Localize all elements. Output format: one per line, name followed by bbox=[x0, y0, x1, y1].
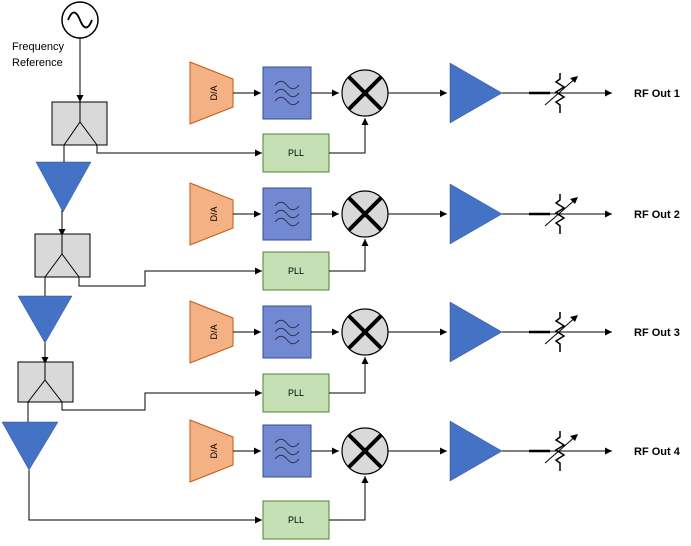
channel-3: D/A PLL RF Out 3 bbox=[189, 300, 680, 413]
variable-attenuator-icon bbox=[529, 194, 578, 234]
dac-block bbox=[189, 61, 234, 125]
power-splitter-2 bbox=[34, 233, 91, 278]
cascade-amplifier-1 bbox=[35, 161, 92, 213]
mixer-icon bbox=[341, 308, 389, 356]
dac-label: D/A bbox=[209, 206, 219, 221]
pll-to-mixer-wire bbox=[329, 118, 369, 154]
amplifier-triangle-icon bbox=[449, 301, 503, 363]
power-splitter-3 bbox=[17, 361, 74, 403]
pll-label: PLL bbox=[288, 515, 304, 525]
dac-block bbox=[189, 182, 234, 246]
pll-block bbox=[262, 373, 330, 413]
pll-to-mixer-wire bbox=[329, 357, 369, 394]
bandpass-filter-icon bbox=[274, 201, 300, 227]
variable-attenuator-icon bbox=[529, 312, 578, 352]
frequency-reference-source bbox=[61, 1, 99, 39]
lo-wire-4 bbox=[28, 470, 262, 524]
pll-block bbox=[262, 500, 330, 540]
pll-label: PLL bbox=[288, 148, 304, 158]
variable-attenuator-icon bbox=[529, 431, 578, 471]
reference-label-line2: Reference bbox=[12, 57, 63, 69]
pll-label: PLL bbox=[288, 388, 304, 398]
rf-channels: D/A PLL RF Out 1 D/A PLL RF Out 2 D/A PLL RF Out… bbox=[189, 61, 681, 540]
splitter-icon bbox=[27, 362, 63, 403]
pll-to-mixer-wire bbox=[329, 239, 369, 272]
cascade-amplifier-3 bbox=[1, 421, 59, 471]
rf-output-label: RF Out 4 bbox=[634, 446, 681, 458]
rf-output-label: RF Out 1 bbox=[634, 88, 680, 100]
splitter-icon bbox=[44, 234, 80, 278]
lo-wire-2 bbox=[78, 267, 262, 287]
rf-output-label: RF Out 3 bbox=[634, 327, 680, 339]
mixer-icon bbox=[341, 427, 389, 475]
mixer-icon bbox=[341, 190, 389, 238]
channel-2: D/A PLL RF Out 2 bbox=[189, 182, 680, 291]
bandpass-filter-icon bbox=[274, 319, 300, 345]
dac-label: D/A bbox=[209, 324, 219, 339]
lo-wire-1 bbox=[96, 145, 262, 157]
bandpass-filter-icon bbox=[274, 438, 300, 464]
pll-label: PLL bbox=[288, 266, 304, 276]
splitter-icon bbox=[63, 102, 98, 146]
variable-attenuator-icon bbox=[529, 73, 578, 113]
pll-to-mixer-wire bbox=[329, 476, 369, 521]
reference-label-line1: Frequency bbox=[12, 41, 64, 53]
lo-wire-3 bbox=[61, 389, 262, 411]
mixer-icon bbox=[341, 69, 389, 117]
channel-1: D/A PLL RF Out 1 bbox=[189, 61, 680, 173]
dac-block bbox=[189, 419, 234, 483]
pll-block bbox=[262, 251, 330, 291]
bandpass-filter-icon bbox=[274, 80, 300, 106]
channel-4: D/A PLL RF Out 4 bbox=[189, 419, 681, 540]
dac-label: D/A bbox=[209, 443, 219, 458]
sine-wave-icon bbox=[67, 11, 93, 29]
dac-block bbox=[189, 300, 234, 364]
bandpass-filter-block bbox=[262, 187, 312, 241]
rf-output-label: RF Out 2 bbox=[634, 209, 680, 221]
dac-label: D/A bbox=[209, 85, 219, 100]
power-splitter-1 bbox=[51, 101, 108, 146]
cascade-amplifier-2 bbox=[17, 295, 73, 344]
amplifier-triangle-icon bbox=[449, 183, 503, 245]
amplifier-triangle-icon bbox=[449, 420, 503, 482]
amplifier-triangle-icon bbox=[449, 62, 503, 124]
